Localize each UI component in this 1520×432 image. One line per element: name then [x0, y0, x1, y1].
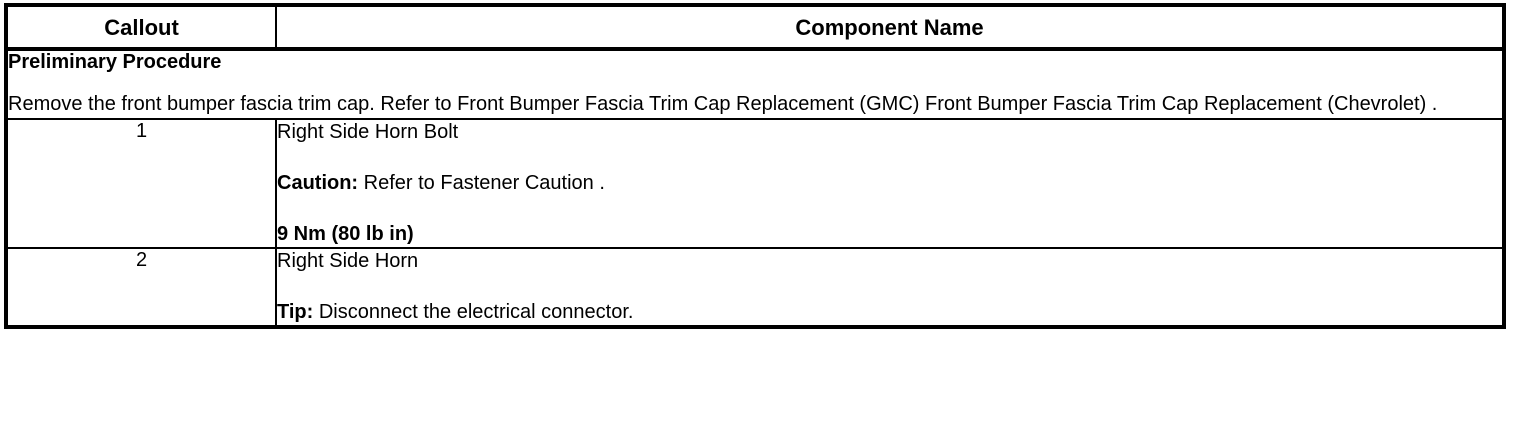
preliminary-procedure-cell: Preliminary Procedure Remove the front b…: [5, 48, 1505, 120]
component-description-2: Right Side Horn Tip: Disconnect the elec…: [275, 247, 1505, 327]
column-header-callout: Callout: [6, 5, 277, 51]
torque-spec: 9 Nm (80 lb in): [277, 223, 414, 245]
component-name-text: Right Side Horn Bolt: [277, 121, 459, 143]
preliminary-procedure-row: Preliminary Procedure Remove the front b…: [5, 48, 1505, 120]
callout-number-2: 2: [5, 247, 277, 327]
component-callout-table: Callout Component Name Preliminary Proce…: [4, 3, 1506, 329]
table-row: 1 Right Side Horn Bolt Caution: Refer to…: [5, 118, 1505, 249]
component-description-1: Right Side Horn Bolt Caution: Refer to F…: [275, 118, 1505, 249]
note-label: Tip:: [277, 301, 314, 323]
table-header-row: Callout Component Name: [6, 5, 1504, 51]
column-header-component-name: Component Name: [275, 5, 1504, 51]
table-row: 2 Right Side Horn Tip: Disconnect the el…: [5, 247, 1505, 327]
note-text: Disconnect the electrical connector.: [313, 301, 634, 323]
component-note: Tip: Disconnect the electrical connector…: [277, 300, 1502, 325]
preliminary-procedure-title: Preliminary Procedure: [8, 51, 222, 73]
note-text: Refer to Fastener Caution .: [358, 172, 605, 194]
component-name-text: Right Side Horn: [277, 250, 419, 272]
component-note: Caution: Refer to Fastener Caution .: [277, 171, 1502, 196]
preliminary-procedure-body: Remove the front bumper fascia trim cap.…: [8, 93, 1438, 115]
note-label: Caution:: [277, 172, 359, 194]
callout-number-1: 1: [5, 118, 277, 249]
